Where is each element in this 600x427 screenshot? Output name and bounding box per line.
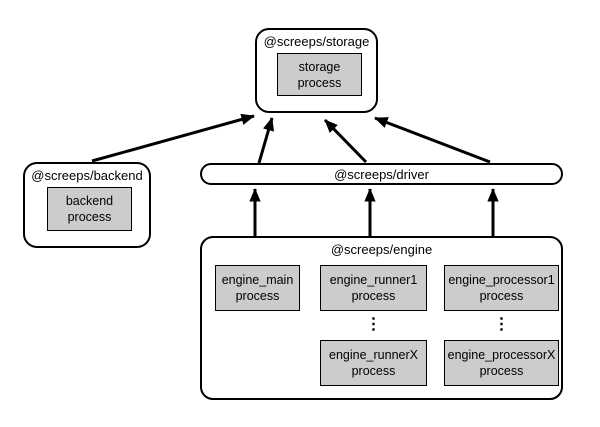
runner-vertical-ellipsis: ⋮	[365, 316, 382, 333]
engine-runnerX-process-box: engine_runnerX process	[320, 340, 427, 386]
edge-backend-to-storage	[91, 113, 255, 163]
backend-process-box: backend process	[47, 187, 132, 231]
backend-title: @screeps/backend	[31, 168, 143, 183]
edge-driver-to-storage	[257, 117, 274, 164]
engine-processor1-process-box: engine_processor1 process	[444, 265, 559, 311]
engine-processorX-process-box: engine_processorX process	[444, 340, 559, 386]
node-backend: @screeps/backend backend process	[23, 162, 151, 248]
storage-process-box: storage process	[277, 53, 362, 96]
engine-runner1-process-box: engine_runner1 process	[320, 265, 427, 311]
node-storage: @screeps/storage storage process	[255, 28, 378, 113]
engine-title: @screeps/engine	[330, 242, 433, 257]
edge-driver-to-storage	[323, 118, 368, 164]
node-driver: @screeps/driver	[200, 163, 563, 185]
processor-vertical-ellipsis: ⋮	[493, 316, 510, 333]
edge-driver-to-storage	[374, 116, 491, 164]
storage-title: @screeps/storage	[263, 34, 370, 49]
engine-main-process-box: engine_main process	[215, 265, 300, 311]
node-engine: @screeps/engine engine_main process engi…	[200, 236, 563, 400]
driver-title: @screeps/driver	[334, 166, 429, 182]
